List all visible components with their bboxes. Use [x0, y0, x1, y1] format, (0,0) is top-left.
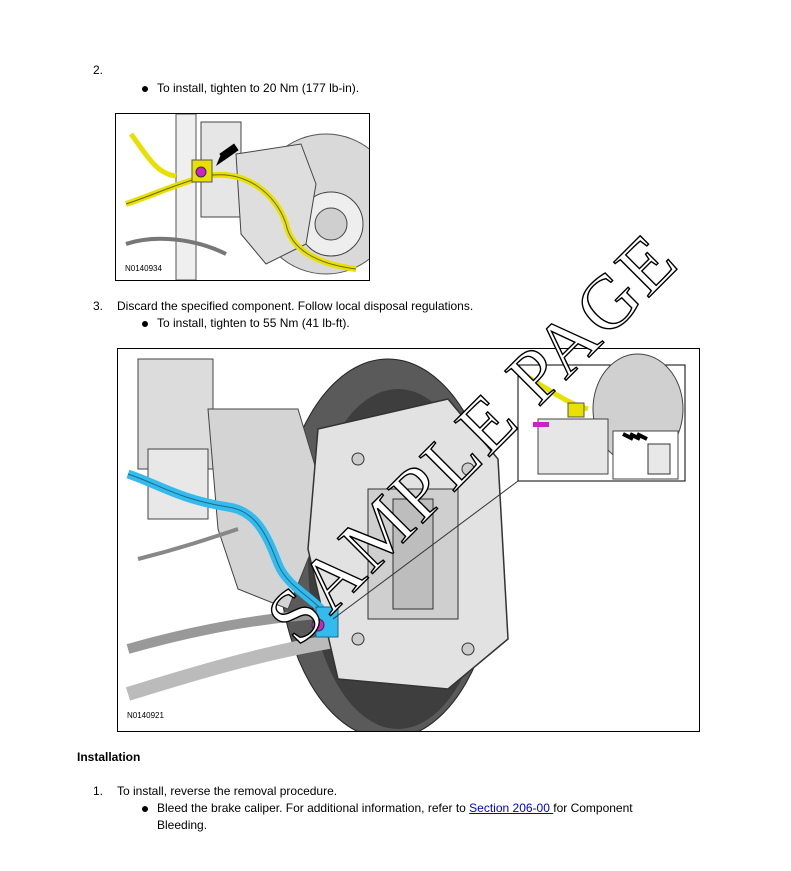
install-step-1-number: 1. — [93, 784, 104, 798]
figure-brake-caliper: N0140921 — [117, 348, 700, 732]
step-2-number: 2. — [93, 63, 104, 77]
figure-label: N0140934 — [124, 264, 163, 273]
section-206-00-link[interactable]: Section 206-00 — [469, 801, 554, 815]
figure-illustration — [118, 349, 699, 731]
step-3-number: 3. — [93, 299, 104, 313]
install-step-1-text: To install, reverse the removal procedur… — [117, 784, 338, 798]
figure-illustration — [116, 114, 369, 280]
install-bullet-text: Bleed the brake caliper. For additional … — [157, 801, 717, 815]
step-2-bullet-text: To install, tighten to 20 Nm (177 lb-in)… — [157, 81, 360, 95]
step-3-text: Discard the specified component. Follow … — [117, 299, 474, 313]
figure-label: N0140921 — [126, 711, 165, 720]
section-heading: Installation — [77, 750, 141, 764]
install-bullet-line2: Bleeding. — [157, 818, 208, 832]
bullet-icon — [142, 321, 148, 327]
step-3-bullet-text: To install, tighten to 55 Nm (41 lb-ft). — [157, 316, 350, 330]
bullet-icon — [142, 806, 148, 812]
install-bullet-prefix: Bleed the brake caliper. For additional … — [157, 801, 470, 815]
install-bullet-suffix: for Component — [553, 801, 633, 815]
figure-brake-hose-bracket: N0140934 — [115, 113, 370, 281]
bullet-icon — [142, 86, 148, 92]
